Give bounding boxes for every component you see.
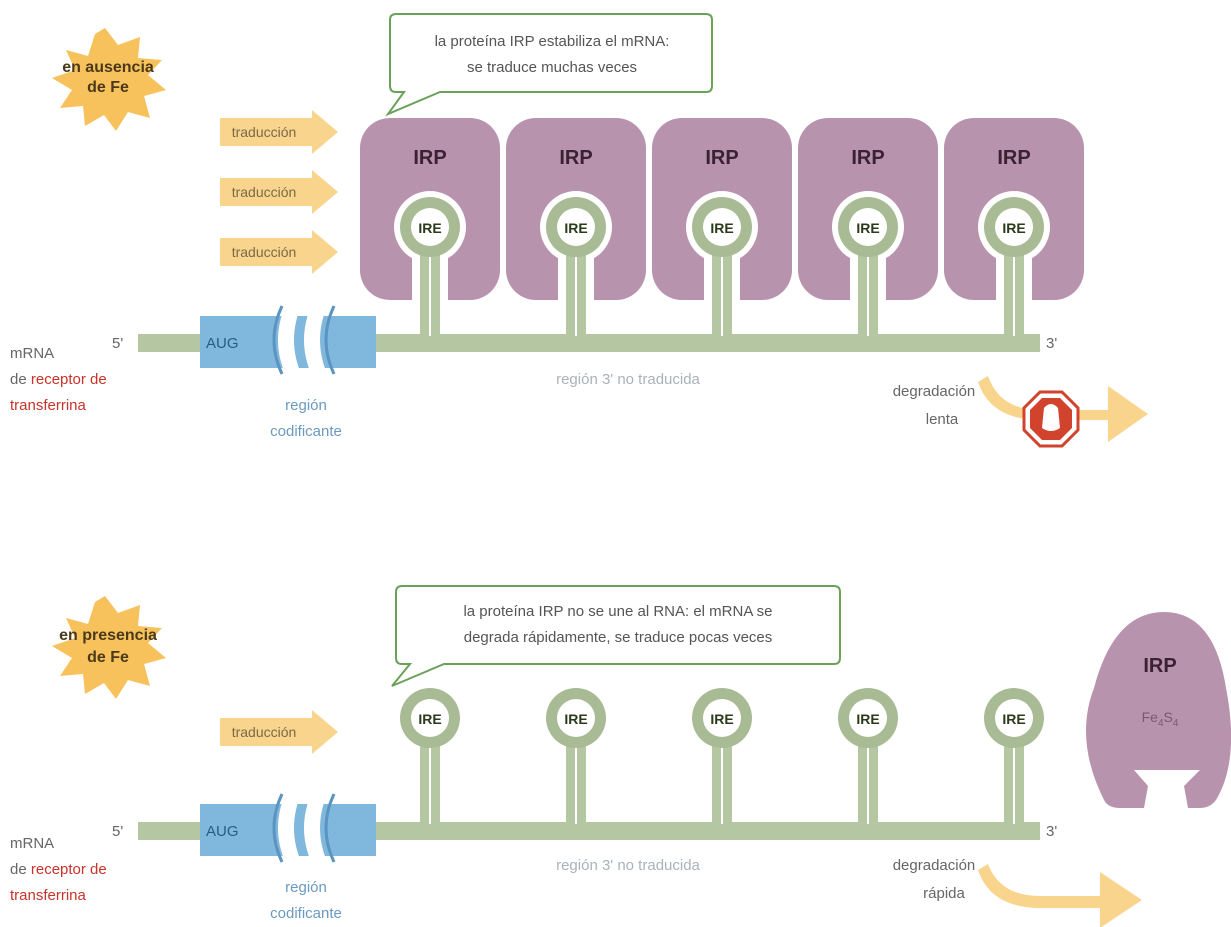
- ire-stem-loop: IRE: [692, 688, 752, 824]
- irp-label: IRP: [705, 147, 738, 169]
- coding-region-label-line2: codificante: [270, 423, 342, 440]
- degradation-label-line1: degradación: [893, 383, 976, 400]
- irp-label: IRP: [851, 147, 884, 169]
- translation-arrow: traducción: [220, 710, 338, 754]
- mrna-name-receptor: receptor de: [31, 371, 107, 388]
- five-prime-end: 5': [112, 335, 123, 352]
- translation-arrow-label: traducción: [232, 244, 297, 260]
- ire-stem-loop: IRE: [400, 688, 460, 824]
- condition-label-line2: de Fe: [87, 79, 129, 96]
- five-prime-end: 5': [112, 823, 123, 840]
- callout: la proteína IRP no se une al RNA: el mRN…: [391, 585, 841, 687]
- ire-label: IRE: [1002, 711, 1025, 727]
- translation-arrow: traducción: [220, 110, 338, 154]
- condition-starburst: [52, 28, 166, 131]
- coding-region-label-line1: región: [285, 879, 327, 896]
- aug-codon: AUG: [206, 335, 239, 352]
- translation-arrow: traducción: [220, 230, 338, 274]
- callout: la proteína IRP estabiliza el mRNA: se t…: [385, 13, 713, 117]
- free-irp-label: IRP: [1143, 655, 1176, 677]
- coding-region-block: [200, 304, 376, 376]
- three-prime-end: 3': [1046, 823, 1057, 840]
- ire-label: IRE: [564, 711, 587, 727]
- degradation-arrow: [978, 864, 1142, 927]
- callout-line2: degrada rápidamente, se traduce pocas ve…: [464, 629, 773, 646]
- mrna-name-line2: de receptor de: [10, 861, 107, 878]
- ire-stem-loop: IRE: [838, 688, 898, 824]
- irp-bound-unit: IRP IRE: [506, 118, 646, 336]
- ire-label: IRE: [856, 711, 879, 727]
- translation-arrow: traducción: [220, 170, 338, 214]
- mrna-label: mRNA: [10, 835, 54, 852]
- irp-bound-unit: IRP IRE: [652, 118, 792, 336]
- mrna-name-receptor: receptor de: [31, 861, 107, 878]
- mrna-name-prefix: de: [10, 371, 27, 388]
- ire-label: IRE: [1002, 220, 1025, 236]
- ire-label: IRE: [418, 711, 441, 727]
- ire-label: IRE: [418, 220, 441, 236]
- degradation-arrow: [978, 376, 1148, 442]
- irp-label: IRP: [997, 147, 1030, 169]
- translation-arrow-label: traducción: [232, 184, 297, 200]
- panel-presence-of-iron: en presencia de Fe la proteína IRP no se…: [10, 585, 1231, 927]
- condition-label-line2: de Fe: [87, 649, 129, 666]
- utr-label: región 3' no traducida: [556, 371, 700, 388]
- three-prime-end: 3': [1046, 335, 1057, 352]
- callout-line2: se traduce muchas veces: [467, 59, 637, 76]
- mrna-name-line2: de receptor de: [10, 371, 107, 388]
- degradation-label-line2: rápida: [923, 885, 965, 902]
- coding-region-label-line1: región: [285, 397, 327, 414]
- iron-sulfur-cluster: Fe4S4: [1142, 709, 1179, 729]
- condition-label-line1: en ausencia: [62, 59, 154, 76]
- callout-line1: la proteína IRP estabiliza el mRNA:: [435, 33, 670, 50]
- degradation-label-line2: lenta: [926, 411, 959, 428]
- ire-stem-loop: IRE: [546, 688, 606, 824]
- ire-label: IRE: [710, 711, 733, 727]
- irp-bound-unit: IRP IRE: [360, 118, 500, 336]
- panel-absence-of-iron: en ausencia de Fe la proteína IRP estabi…: [10, 13, 1148, 448]
- coding-region-block: [200, 792, 376, 864]
- irp-bound-unit: IRP IRE: [798, 118, 938, 336]
- coding-region-label-line2: codificante: [270, 905, 342, 922]
- irp-label: IRP: [559, 147, 592, 169]
- aug-codon: AUG: [206, 823, 239, 840]
- irp-label: IRP: [413, 147, 446, 169]
- ire-label: IRE: [856, 220, 879, 236]
- utr-label: región 3' no traducida: [556, 857, 700, 874]
- ire-label: IRE: [710, 220, 733, 236]
- condition-starburst: [52, 596, 166, 699]
- degradation-label-line1: degradación: [893, 857, 976, 874]
- free-irp-protein: IRP Fe4S4: [1086, 612, 1231, 808]
- mrna-name-prefix: de: [10, 861, 27, 878]
- irp-bound-unit: IRP IRE: [944, 118, 1084, 336]
- callout-line1: la proteína IRP no se une al RNA: el mRN…: [463, 603, 772, 620]
- ire-label: IRE: [564, 220, 587, 236]
- mrna-label: mRNA: [10, 345, 54, 362]
- translation-arrow-label: traducción: [232, 124, 297, 140]
- translation-arrow-label: traducción: [232, 724, 297, 740]
- ire-stem-loop: IRE: [984, 688, 1044, 824]
- condition-label-line1: en presencia: [59, 627, 157, 644]
- mrna-name-line3: transferrina: [10, 887, 87, 904]
- mrna-name-line3: transferrina: [10, 397, 87, 414]
- stop-sign-icon: [1022, 390, 1080, 448]
